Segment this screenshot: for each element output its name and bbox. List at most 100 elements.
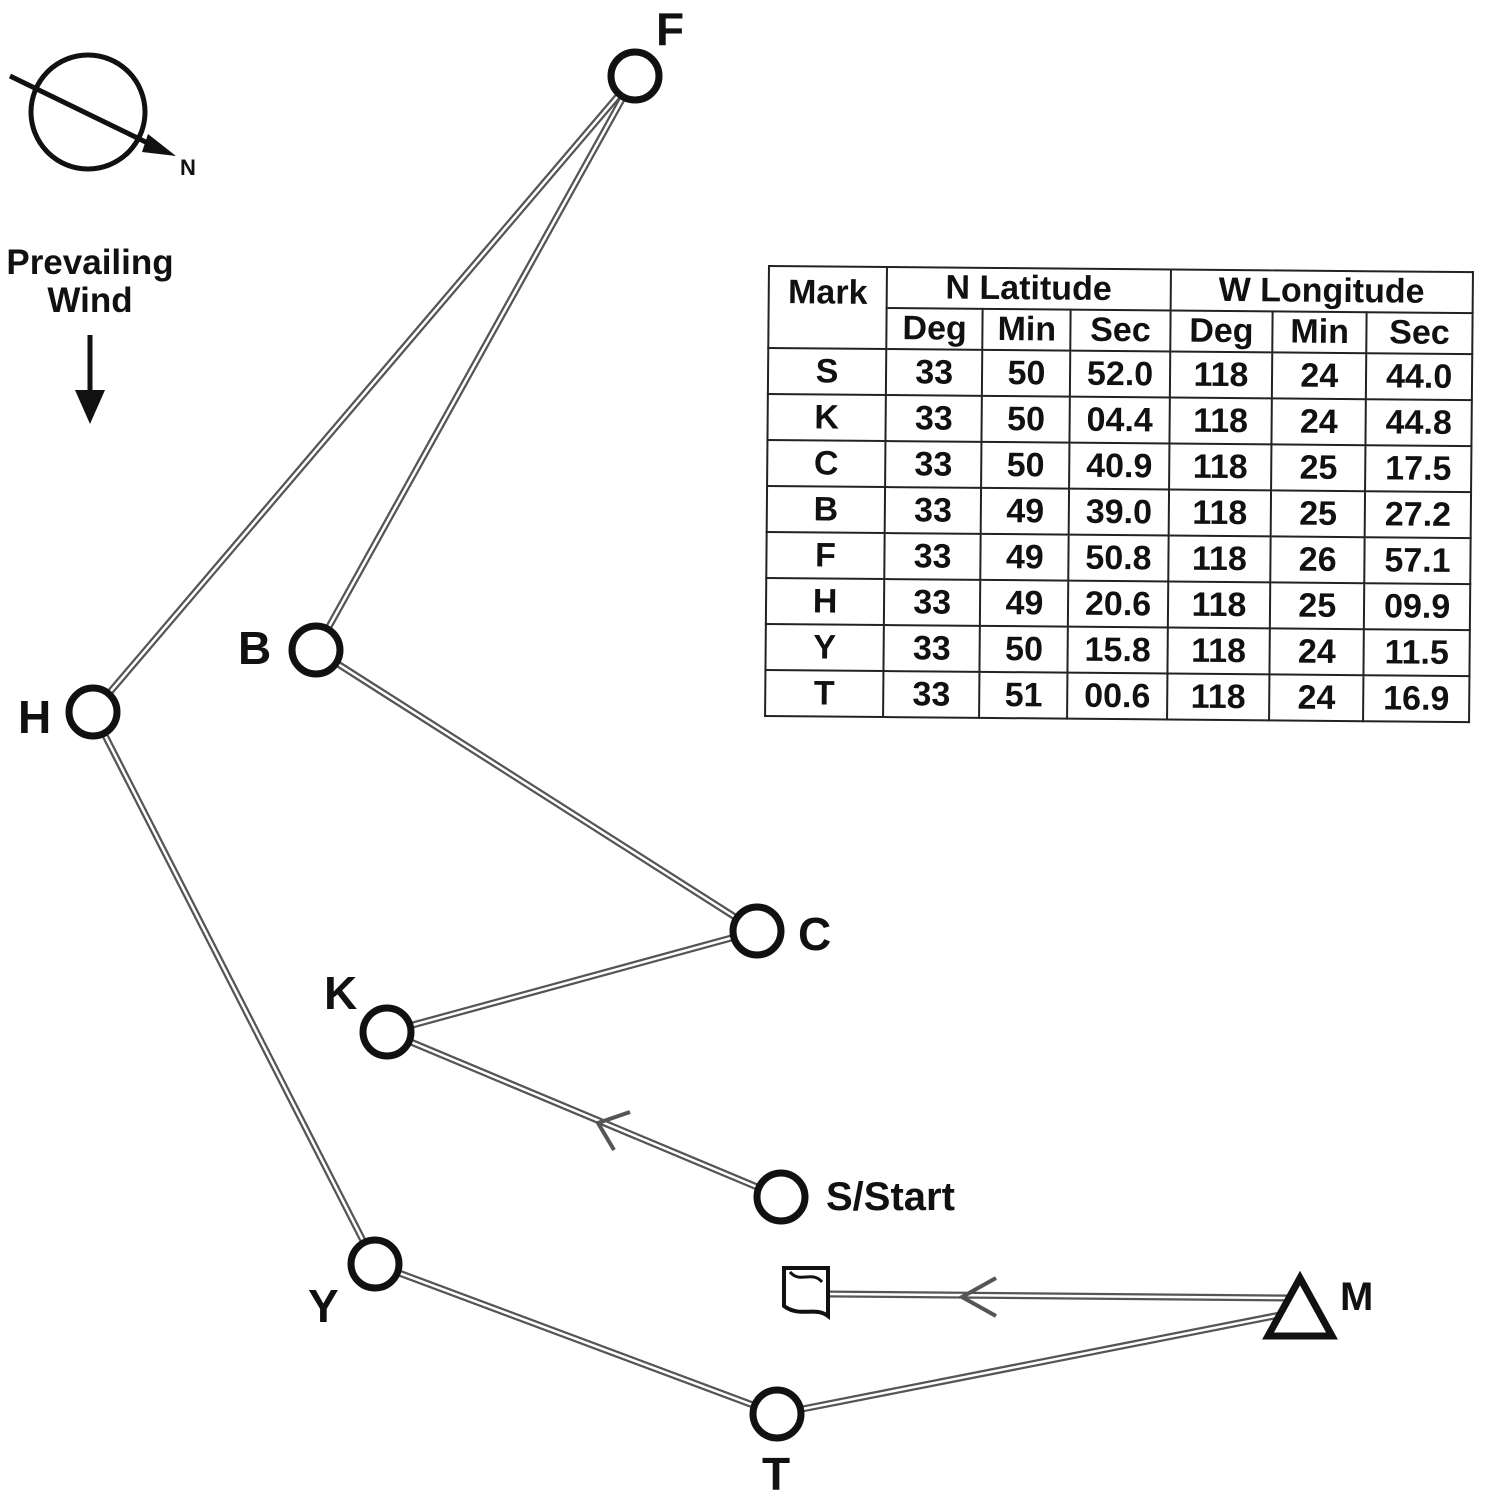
mark-label-k: K: [324, 967, 357, 1019]
lon-min-header: Min: [1272, 311, 1367, 354]
coordinate-cell: 26: [1270, 536, 1365, 584]
coordinate-cell: 33: [885, 395, 983, 442]
coordinate-cell: 25: [1270, 490, 1366, 538]
coordinate-cell: 118: [1167, 581, 1271, 629]
coordinate-cell: 33: [883, 625, 981, 672]
mark-s-buoy: [753, 1169, 809, 1225]
coordinate-cell: 04.4: [1069, 396, 1170, 444]
coordinate-cell: 44.8: [1365, 399, 1472, 447]
mark-coordinates-table: Mark N Latitude W Longitude Deg Min Sec …: [764, 265, 1474, 723]
mark-label-h: H: [18, 691, 51, 743]
compass: N: [8, 52, 196, 180]
coordinate-cell: 09.9: [1364, 583, 1471, 631]
coordinate-cell: 49: [980, 533, 1070, 581]
coordinate-cell: 33: [883, 671, 980, 718]
compass-circle: [28, 52, 148, 172]
mark-k-buoy: [359, 1004, 415, 1060]
coordinate-cell: 27.2: [1364, 491, 1472, 539]
coordinate-cell: 49: [981, 487, 1070, 535]
mark-label-y: Y: [308, 1280, 339, 1332]
coordinate-cell: 40.9: [1069, 442, 1170, 490]
coordinate-cell: 50: [981, 395, 1071, 443]
coordinate-cell: 50: [982, 349, 1071, 397]
north-arrow-icon: [142, 134, 176, 156]
direction-chevron-icon: [595, 1110, 631, 1152]
wind-label-line1: Prevailing: [6, 243, 174, 282]
mark-label-b: B: [238, 622, 271, 674]
direction-arrows: [595, 1110, 997, 1318]
mark-cell: Y: [765, 623, 884, 672]
coordinate-cell: 20.6: [1068, 580, 1168, 628]
coordinate-cell: 50: [979, 625, 1069, 673]
lon-sec-header: Sec: [1366, 312, 1473, 355]
mark-cell: B: [766, 486, 886, 534]
coordinate-cell: 50.8: [1068, 534, 1169, 582]
wind-arrow-icon: [75, 335, 105, 424]
coordinate-cell: 33: [885, 441, 982, 488]
coordinate-cell: 51: [979, 671, 1068, 719]
coordinate-cell: 49: [980, 579, 1069, 627]
mark-t-buoy: [749, 1386, 805, 1442]
coordinate-cell: 118: [1166, 673, 1270, 721]
coordinate-cell: 24: [1271, 398, 1367, 446]
lon-deg-header: Deg: [1169, 310, 1273, 353]
coordinate-cell: 15.8: [1067, 626, 1168, 674]
mark-cell: C: [767, 440, 886, 488]
coordinate-cell: 44.0: [1366, 353, 1473, 401]
coordinate-cell: 52.0: [1070, 350, 1170, 398]
coordinate-cell: 118: [1168, 489, 1272, 537]
wind-label-line2: Wind: [47, 281, 133, 320]
coordinate-cell: 24: [1269, 628, 1365, 676]
mark-label-t: T: [762, 1448, 790, 1496]
lat-sec-header: Sec: [1070, 309, 1171, 352]
mark-y-buoy: [347, 1236, 403, 1292]
mark-cell: T: [765, 669, 884, 718]
mark-f-buoy: [607, 48, 663, 104]
coordinate-cell: 24: [1272, 352, 1367, 400]
mark-column-header: Mark: [768, 266, 887, 350]
longitude-group-header: W Longitude: [1170, 269, 1473, 314]
coordinate-cell: 25: [1271, 444, 1366, 492]
coordinate-cell: 50: [981, 441, 1070, 489]
latitude-group-header: N Latitude: [886, 267, 1171, 311]
coordinate-cell: 16.9: [1363, 675, 1470, 723]
coordinate-cell: 11.5: [1363, 629, 1470, 677]
north-arrow-shaft: [8, 73, 160, 151]
mark-label-m: M: [1340, 1275, 1373, 1319]
mark-h-buoy: [65, 684, 121, 740]
coordinate-cell: 118: [1167, 627, 1271, 675]
prevailing-wind-label: Prevailing Wind: [0, 244, 180, 320]
mark-label-c: C: [798, 908, 831, 960]
finish-flag-icon: [782, 1266, 830, 1321]
lat-min-header: Min: [982, 308, 1072, 351]
coordinate-cell: 33: [884, 533, 982, 580]
mark-cell: S: [767, 348, 887, 396]
mark-label-s-start: S/Start: [826, 1175, 955, 1219]
coordinate-cell: 33: [885, 349, 983, 396]
direction-chevron-icon: [957, 1276, 997, 1318]
north-label: N: [180, 155, 196, 180]
mark-m-triangle: [1262, 1270, 1338, 1340]
coordinate-cell: 57.1: [1364, 537, 1471, 585]
coordinate-cell: 25: [1270, 582, 1365, 630]
coordinate-cell: 118: [1169, 351, 1273, 399]
mark-cell: F: [766, 531, 885, 580]
coordinate-cell: 24: [1269, 674, 1364, 722]
mark-c-buoy: [729, 903, 785, 959]
lat-deg-header: Deg: [886, 308, 983, 350]
coordinate-cell: 39.0: [1069, 488, 1169, 536]
coordinate-cell: 118: [1169, 397, 1273, 445]
mark-cell: K: [767, 394, 886, 442]
coordinate-cell: 00.6: [1067, 672, 1168, 720]
mark-cell: H: [765, 577, 885, 626]
coordinate-cell: 33: [883, 579, 981, 626]
